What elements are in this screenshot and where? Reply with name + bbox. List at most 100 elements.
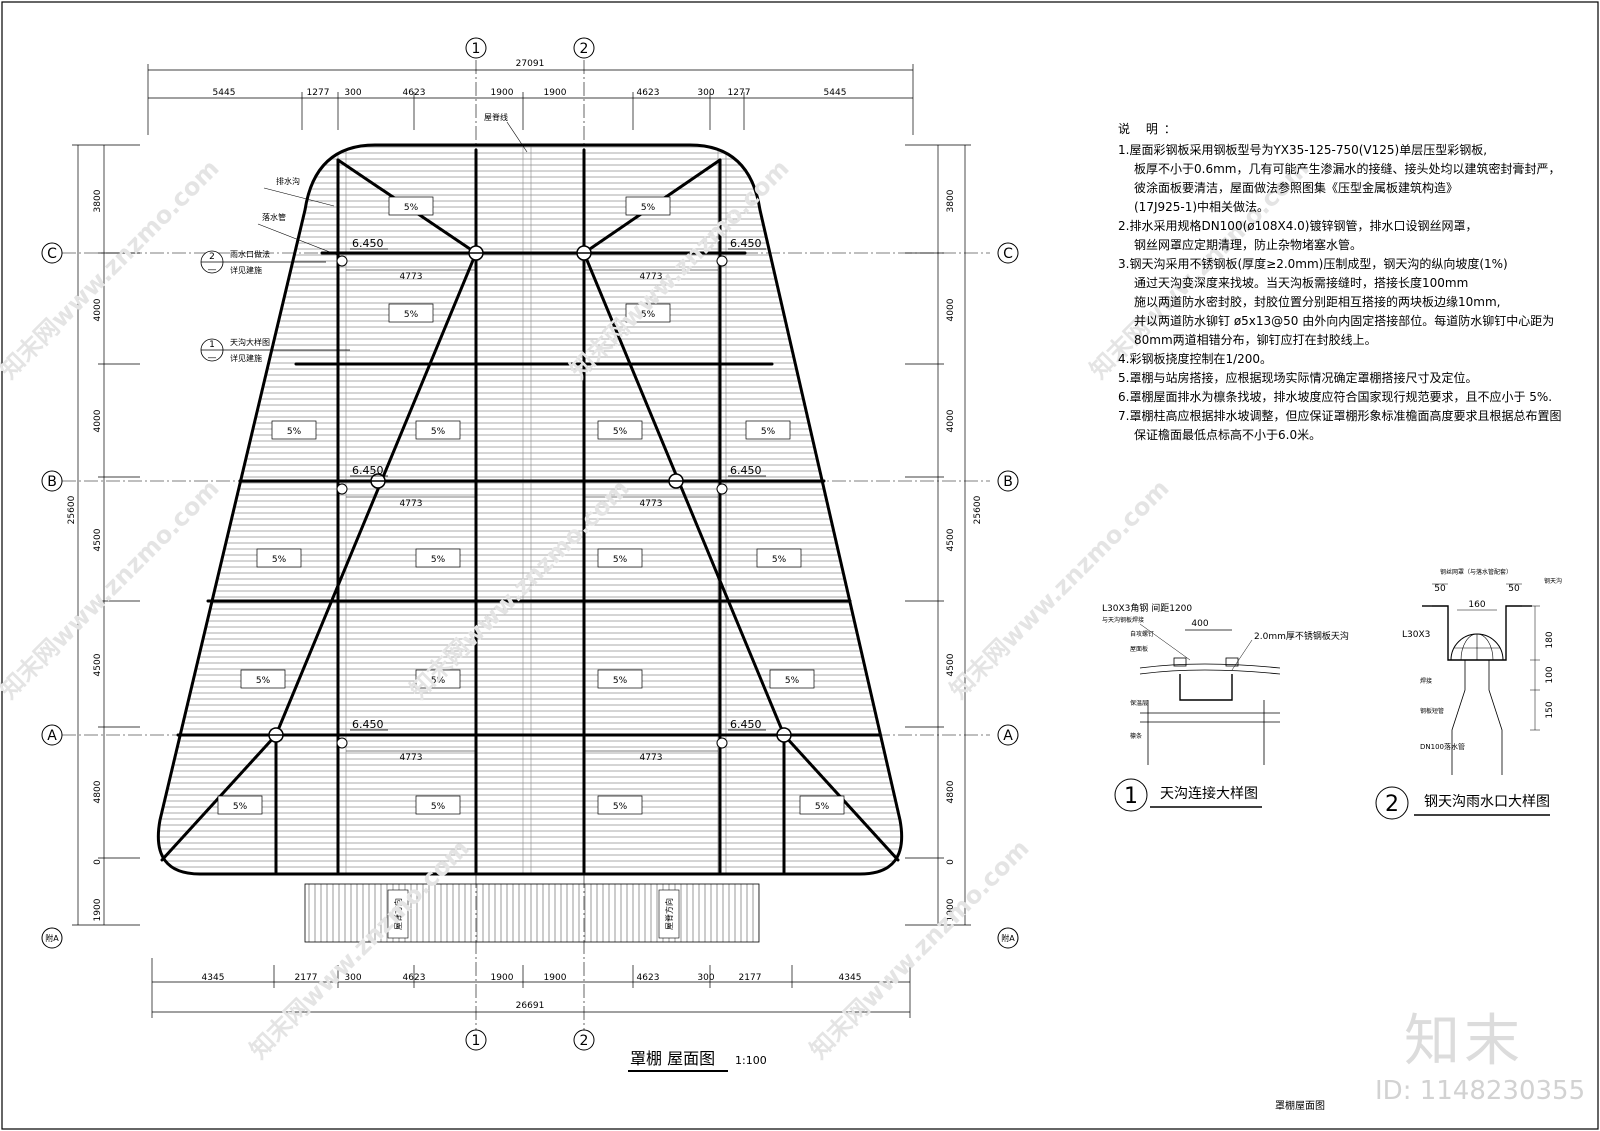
svg-text:附A: 附A — [45, 933, 59, 943]
svg-text:4773: 4773 — [400, 499, 423, 509]
svg-text:100: 100 — [1545, 666, 1555, 683]
slope-tag: 5% — [625, 303, 671, 323]
svg-text:2: 2 — [209, 252, 215, 262]
svg-text:屋面板: 屋面板 — [1130, 645, 1148, 653]
bay-width: 4773 — [584, 496, 718, 509]
svg-text:5%: 5% — [641, 310, 656, 320]
column-marker — [268, 727, 284, 743]
svg-text:详见建施: 详见建施 — [230, 353, 262, 363]
detail-2-title: 2 钢天沟雨水口大样图 — [1375, 786, 1550, 820]
downpipe-leader — [257, 223, 341, 257]
left-dim: 3800 — [93, 189, 103, 212]
bottom-dimension-total: 26691 — [516, 1001, 545, 1011]
column-markers — [268, 245, 792, 743]
detail-1-gutter-connection — [1139, 623, 1281, 765]
svg-text:6.450: 6.450 — [352, 237, 384, 250]
column-marker — [468, 245, 484, 261]
bay-width-labels: 4773 4773 4773 4773 4773 4773 — [346, 269, 718, 763]
svg-text:5%: 5% — [404, 203, 419, 213]
downpipe-icon — [336, 255, 348, 267]
detail-callout-gutter: 1 — 天沟大样图 详见建施 — [200, 337, 350, 363]
slope-tag: 5% — [597, 669, 643, 689]
column-marker — [776, 727, 792, 743]
gutter-leader — [263, 187, 335, 207]
svg-text:1: 1 — [472, 41, 481, 57]
annex-strip: 屋脊方向 屋脊方向 — [304, 883, 760, 943]
slope-tag: 5% — [769, 669, 815, 689]
svg-text:5%: 5% — [613, 555, 628, 565]
svg-text:5%: 5% — [641, 203, 656, 213]
svg-text:6.450: 6.450 — [730, 237, 762, 250]
note-item-3: 3.钢天沟采用不锈钢板(厚度≥2.0mm)压制成型，钢天沟的纵向坡度(1%) 通… — [1118, 257, 1555, 347]
svg-text:5%: 5% — [256, 676, 271, 686]
bay-width: 4773 — [346, 750, 476, 763]
svg-text:钢天沟雨水口大样图: 钢天沟雨水口大样图 — [1424, 794, 1550, 810]
annex-label: 屋脊方向 — [393, 898, 403, 930]
top-dimension-labels: 5445 1277 300 4623 1900 1900 4623 300 12… — [213, 88, 847, 98]
rainwater-outlets — [336, 255, 728, 749]
downpipe-label: 落水管 — [262, 212, 286, 222]
right-dim: 4500 — [946, 528, 956, 551]
svg-text:焊接: 焊接 — [1420, 677, 1432, 685]
svg-text:2: 2 — [580, 41, 589, 57]
svg-text:详见建施: 详见建施 — [230, 265, 262, 275]
right-dim: 25600 — [973, 495, 983, 524]
svg-text:5%: 5% — [613, 427, 628, 437]
detail-1-title: 1 天沟连接大样图 — [1114, 778, 1262, 812]
elevation-marks: 6.450 6.450 6.450 6.450 6.450 6.450 — [350, 237, 766, 731]
svg-text:B: B — [1003, 474, 1013, 490]
svg-text:5%: 5% — [431, 555, 446, 565]
svg-text:5%: 5% — [815, 802, 830, 812]
gutter-label: 排水沟 — [276, 176, 300, 186]
svg-text:5%: 5% — [272, 555, 287, 565]
column-marker — [668, 473, 684, 489]
svg-text:5%: 5% — [233, 802, 248, 812]
detail-2-labels: 钢丝网罩（与落水管配套） 钢天沟 50 50 160 L30X3 180 焊接 … — [1402, 568, 1562, 751]
right-dim: 1900 — [946, 898, 956, 921]
top-dim: 300 — [344, 88, 361, 98]
grid-bubble-row-b-right: B — [997, 470, 1019, 492]
slope-tag: 5% — [388, 196, 434, 216]
svg-text:1: 1 — [209, 340, 215, 350]
svg-text:5%: 5% — [431, 427, 446, 437]
notes-heading: 说 明： — [1118, 122, 1182, 136]
right-dim: 4000 — [946, 298, 956, 321]
downpipe-icon — [336, 737, 348, 749]
svg-text:150: 150 — [1545, 701, 1555, 718]
svg-text:50: 50 — [1434, 584, 1446, 594]
note-item-6: 6.罩棚屋面排水为檩条找坡，排水坡度应符合国家现行规范要求，且不应小于 5%. — [1118, 390, 1553, 404]
left-dim: 4500 — [93, 528, 103, 551]
left-dim: 4000 — [93, 298, 103, 321]
svg-text:L30X3角钢 间距1200: L30X3角钢 间距1200 — [1102, 602, 1192, 614]
slope-tag: 5% — [597, 420, 643, 440]
elevation-mark: 6.450 — [350, 237, 388, 250]
slope-tag: 5% — [240, 669, 286, 689]
svg-text:2: 2 — [580, 1033, 589, 1049]
right-dimension-chain — [905, 144, 971, 926]
svg-text:L30X3: L30X3 — [1402, 630, 1430, 640]
svg-text:1: 1 — [1124, 784, 1138, 809]
detail-callout-outlet: 2 — 雨水口做法 详见建施 — [200, 249, 326, 275]
slope-tag: 5% — [415, 669, 461, 689]
left-dimension-chain — [72, 144, 140, 926]
ridge-label: 屋脊线 — [484, 112, 508, 122]
slope-tag: 5% — [415, 548, 461, 568]
drawing-title: 罩棚 屋面图 — [630, 1049, 715, 1068]
svg-text:4773: 4773 — [640, 753, 663, 763]
top-dimension-total: 27091 — [516, 59, 545, 69]
svg-text:5%: 5% — [287, 427, 302, 437]
downpipe-icon — [716, 255, 728, 267]
bottom-dimension-chain — [151, 958, 911, 1018]
svg-text:4773: 4773 — [400, 753, 423, 763]
bottom-dim: 4345 — [839, 973, 862, 983]
grid-bubble-col-1-top: 1 — [465, 37, 487, 59]
svg-text:钢板短管: 钢板短管 — [1420, 707, 1444, 715]
left-dim: 4500 — [93, 653, 103, 676]
svg-text:钢丝网罩（与落水管配套）: 钢丝网罩（与落水管配套） — [1440, 568, 1512, 576]
svg-text:A: A — [47, 728, 57, 744]
svg-text:保温层: 保温层 — [1130, 699, 1148, 707]
slope-tag: 5% — [388, 303, 434, 323]
svg-text:天沟大样图: 天沟大样图 — [230, 337, 270, 347]
svg-text:4773: 4773 — [640, 272, 663, 282]
